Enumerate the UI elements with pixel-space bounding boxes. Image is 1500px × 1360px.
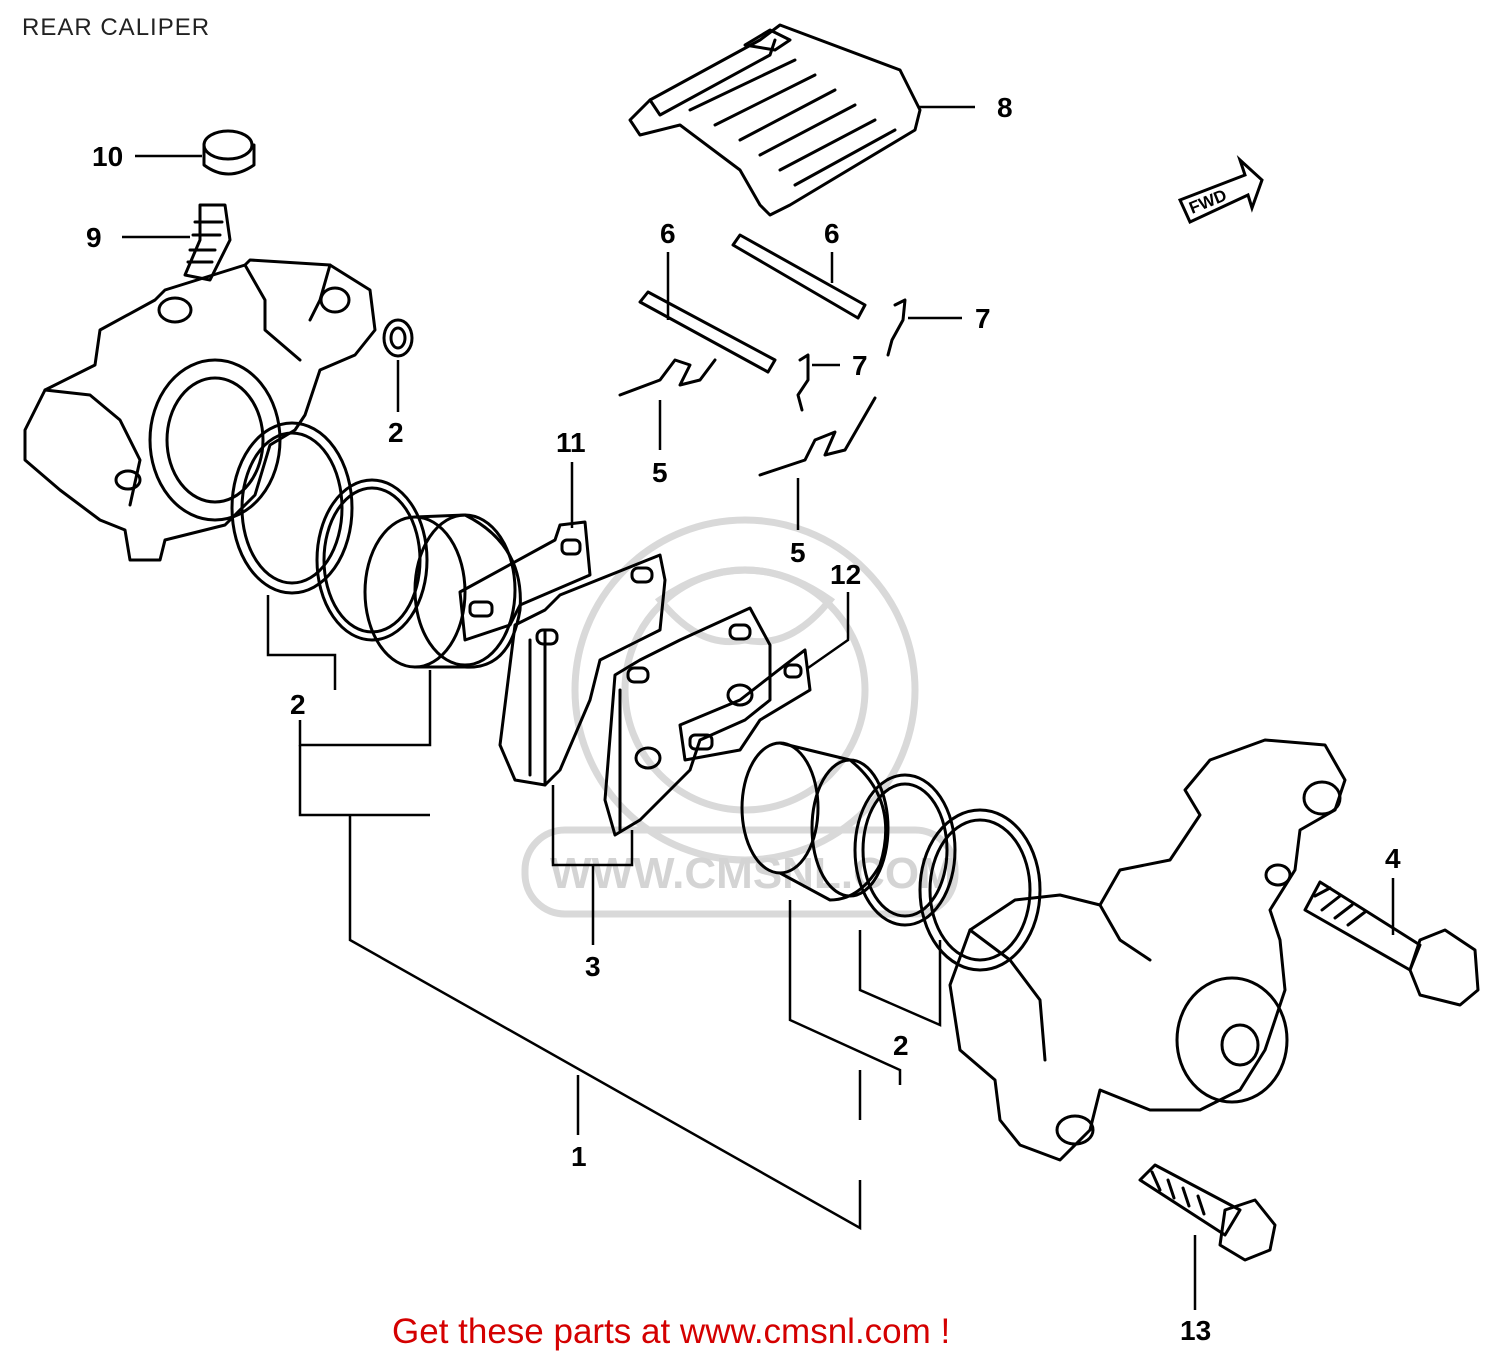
- pad-spring-upper: [618, 358, 717, 397]
- left-piston-seal: [315, 478, 429, 642]
- callout-11: 11: [556, 427, 586, 458]
- watermark-text: WWW.CMSNL.COM: [550, 849, 956, 898]
- left-piston: [363, 513, 522, 669]
- callout-labels: 10 9 8 2 6 6 7 7 5 5 11 12 2 3 2 1 4 13: [86, 92, 1401, 1346]
- watermark: WWW.CMSNL.COM: [521, 516, 959, 918]
- brake-pad-inner: [498, 553, 667, 787]
- pin-clip-lower: [796, 353, 810, 412]
- callout-7-upper: 7: [975, 303, 991, 334]
- pad-pin-left: [638, 290, 777, 374]
- callout-2-upper: 2: [388, 417, 404, 448]
- pad-shim-right: [678, 648, 812, 762]
- pad-shim-left: [458, 520, 592, 642]
- bleeder-cap: [202, 129, 256, 176]
- callout-8: 8: [997, 92, 1013, 123]
- callout-5-left: 5: [652, 457, 668, 488]
- right-piston-seal: [853, 773, 957, 927]
- mounting-bolt: [1138, 1163, 1277, 1262]
- pin-clip-upper: [886, 298, 907, 357]
- callout-5-right: 5: [790, 537, 806, 568]
- callout-1: 1: [571, 1141, 587, 1172]
- small-seal: [382, 318, 414, 358]
- diagram-title: REAR CALIPER: [22, 14, 211, 41]
- pad-cover: [628, 23, 922, 217]
- pad-pin-right: [731, 233, 867, 320]
- left-caliper-body: [23, 258, 377, 562]
- callout-9: 9: [86, 222, 102, 253]
- callout-6-left: 6: [660, 218, 676, 249]
- callout-10: 10: [92, 141, 123, 172]
- callout-13: 13: [1180, 1315, 1211, 1346]
- callout-4: 4: [1385, 843, 1401, 874]
- right-caliper-body: [948, 738, 1347, 1162]
- leader-lines: [122, 105, 1395, 1310]
- callout-12: 12: [830, 559, 861, 590]
- callout-7-lower: 7: [852, 350, 868, 381]
- forward-direction-arrow: FWD: [1177, 155, 1264, 224]
- callout-6-right: 6: [824, 218, 840, 249]
- callout-2-left: 2: [290, 689, 306, 720]
- brake-pad-outer: [603, 606, 772, 837]
- pad-spring-lower: [758, 396, 877, 477]
- callout-2-right: 2: [893, 1030, 909, 1061]
- callout-3: 3: [585, 951, 601, 982]
- cmsnl-parts-link[interactable]: Get these parts at www.cmsnl.com !: [392, 1312, 951, 1351]
- right-dust-seal: [918, 808, 1042, 972]
- left-dust-seal: [230, 421, 354, 595]
- right-piston: [740, 741, 890, 902]
- bleeder-valve: [183, 203, 232, 282]
- slide-bolt: [1303, 880, 1480, 1007]
